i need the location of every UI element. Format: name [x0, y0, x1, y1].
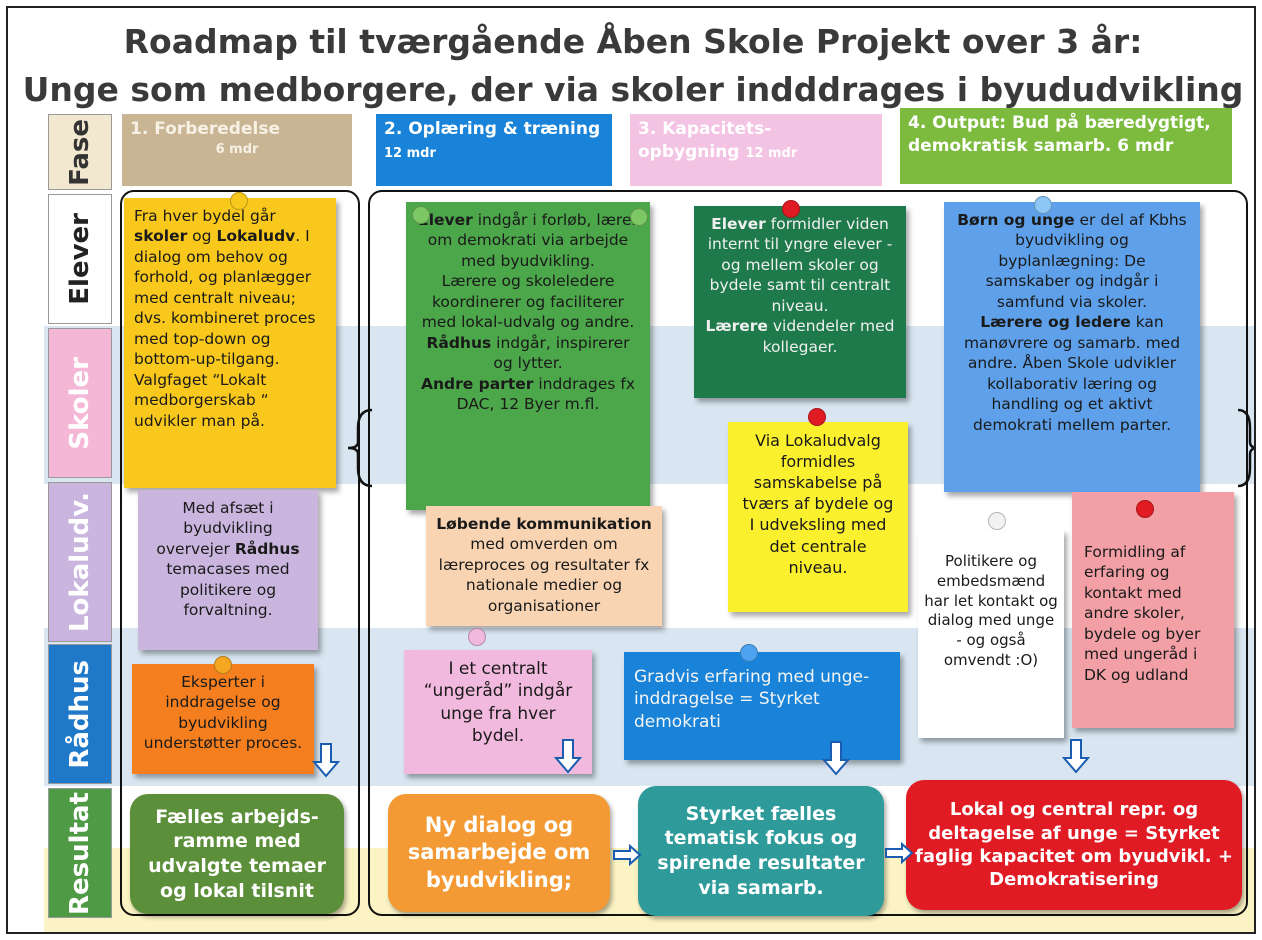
row-label-elever: Elever	[48, 194, 112, 324]
down-arrow-icon	[554, 739, 582, 774]
result-2: Ny dialog og samarbejde om byudvikling;	[388, 794, 610, 912]
diagram-title: Roadmap til tværgående Åben Skole Projek…	[123, 22, 1143, 61]
note-formidling: Formidling af erfaring og kontakt med an…	[1072, 492, 1234, 728]
phase-2: 2. Oplæring & træning 12 mdr	[376, 114, 612, 186]
row-label-skoler: Skoler	[48, 328, 112, 478]
down-arrow-icon	[1062, 739, 1090, 774]
pin-icon	[214, 656, 232, 674]
pin-icon	[468, 628, 486, 646]
pin-icon	[988, 512, 1006, 530]
note-politikere: Politikere og embedsmænd har let kontakt…	[918, 530, 1064, 738]
phase-1: 1. Forberedelse 6 mdr	[122, 114, 352, 186]
pin-icon	[630, 208, 648, 226]
curly-brace-right	[1237, 408, 1254, 488]
note-skoler-lokaludv: Fra hver bydel går skoler og Lokaludv. I…	[124, 198, 336, 488]
note-gradvis-erfaring: Gradvis erfaring med unge-inddragelse = …	[624, 652, 900, 760]
row-label-lokaludv: Lokaludv.	[48, 482, 112, 642]
pin-icon	[782, 200, 800, 218]
down-arrow-icon	[312, 743, 340, 778]
right-arrow-icon	[613, 844, 642, 866]
roadmap-diagram: Roadmap til tværgående Åben Skole Projek…	[6, 6, 1256, 934]
row-label-fase: Fase	[48, 114, 112, 190]
pin-icon	[1136, 500, 1154, 518]
row-label-resultat: Resultat	[48, 788, 112, 918]
note-ungeraad: I et centralt “ungeråd” indgår unge fra …	[404, 650, 592, 774]
pin-icon	[808, 408, 826, 426]
row-label-raadhus: Rådhus	[48, 644, 112, 784]
note-kommunikation: Løbende kommunikation med omverden om læ…	[426, 506, 662, 626]
note-lokaludvalg: Via Lokaludvalg formidles samskabelse på…	[728, 422, 908, 612]
note-raadhus-temacases: Med afsæt i byudvikling overvejer Rådhus…	[138, 490, 318, 650]
pin-icon	[1034, 196, 1052, 214]
note-elever-formidler: Elever formidler viden internt til yngre…	[694, 206, 906, 398]
pin-icon	[230, 192, 248, 210]
curly-brace-left	[347, 408, 373, 488]
diagram-subtitle: Unge som medborgere, der via skoler indd…	[22, 70, 1244, 109]
result-1: Fælles arbejds-ramme med udvalgte temaer…	[130, 794, 344, 914]
result-3: Styrket fælles tematisk fokus og spirend…	[638, 786, 884, 916]
note-boern-og-unge: Børn og unge er del af Kbhs byudvikling …	[944, 202, 1200, 492]
down-arrow-icon	[822, 741, 850, 776]
note-eksperter: Eksperter i inddragelse og byudvikling u…	[132, 664, 314, 774]
result-4: Lokal og central repr. og deltagelse af …	[906, 780, 1242, 910]
phase-3: 3. Kapacitets- opbygning 12 mdr	[630, 114, 882, 186]
right-arrow-icon	[885, 842, 914, 864]
bracket-phase-1	[120, 190, 360, 916]
pin-icon	[740, 644, 758, 662]
phase-4: 4. Output: Bud på bæredygtigt, demokrati…	[900, 108, 1232, 184]
note-elever-forloeb: Elever indgår i forløb, lærer om demokra…	[406, 202, 650, 510]
pin-icon	[412, 206, 430, 224]
